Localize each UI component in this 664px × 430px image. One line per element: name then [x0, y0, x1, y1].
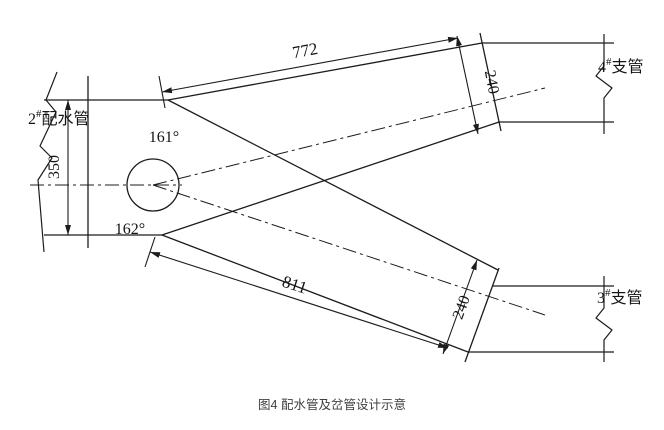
bottom-branch-joint-line — [464, 267, 500, 363]
top-branch-joint-line — [479, 32, 502, 132]
dim-label-811: 811 — [280, 272, 310, 298]
left-pipe-break-line — [37, 71, 58, 253]
dim-label-772: 772 — [291, 39, 319, 62]
angle-label-161: 161° — [149, 129, 179, 146]
figure-caption: 图4 配水管及岔管设计示意 — [258, 398, 406, 412]
centerlines — [30, 87, 546, 316]
top-branch-centerline — [152, 87, 546, 186]
dimension-lines — [65, 35, 479, 355]
main-pipe-name: 配水管 — [42, 110, 90, 128]
top-branch-lower-wall — [161, 121, 500, 236]
dim-line-240-bottom — [442, 259, 478, 355]
dim-label-350: 350 — [46, 155, 63, 179]
top-branch-name: 支管 — [612, 58, 644, 76]
bottom-branch-centerline — [152, 184, 546, 316]
pipe-design-diagram: 772 811 240 240 350 161° 162° 2#配水管 4#支管… — [28, 32, 644, 363]
bottom-branch-number: 3 — [597, 290, 605, 307]
top-branch-upper-wall — [167, 42, 483, 101]
bottom-branch-name: 支管 — [611, 289, 643, 307]
pipe-breaks — [37, 34, 613, 362]
pipe-labels: 2#配水管 4#支管 3#支管 — [28, 56, 644, 307]
bottom-right-pipe-break-line — [595, 276, 613, 362]
pipe-outlines — [44, 32, 614, 363]
main-pipe-number: 2 — [28, 111, 36, 128]
angle-label-162: 162° — [115, 221, 145, 238]
top-branch-label: 4#支管 — [598, 56, 644, 76]
top-branch-number: 4 — [598, 59, 606, 76]
dim-line-772 — [161, 36, 459, 94]
main-pipe-sup: # — [36, 108, 42, 120]
top-branch-sup: # — [606, 56, 612, 68]
top-right-pipe-break-line — [595, 34, 613, 134]
dim-line-240-top — [456, 35, 479, 135]
junction-circle — [126, 158, 180, 212]
main-pipe-label: 2#配水管 — [28, 108, 90, 128]
dim-label-240-bottom: 240 — [450, 293, 474, 321]
bottom-branch-label: 3#支管 — [597, 287, 643, 307]
dim-label-240-top: 240 — [481, 69, 502, 96]
bottom-branch-upper-wall — [167, 99, 499, 271]
bottom-branch-sup: # — [605, 287, 611, 299]
dim-line-811 — [149, 251, 449, 349]
dim-extension-811-left — [144, 236, 156, 268]
dim-extension-772-left — [158, 75, 166, 109]
bottom-branch-lower-wall — [161, 234, 469, 353]
